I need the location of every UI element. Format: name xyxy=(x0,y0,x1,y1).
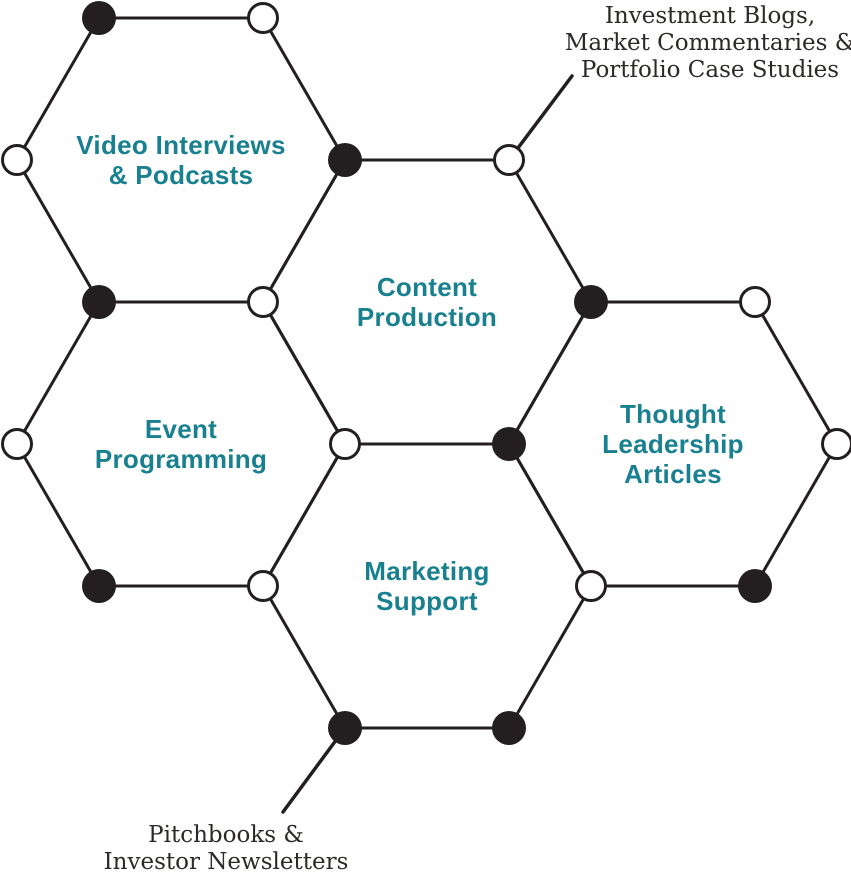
vertex-dot-filled xyxy=(82,569,116,603)
vertex-dot-filled xyxy=(574,285,608,319)
hexagon-outline-event-programming xyxy=(15,300,347,588)
vertex-dot-open xyxy=(247,570,279,602)
vertex-dot-open xyxy=(329,428,361,460)
vertex-dot-filled xyxy=(82,285,116,319)
hexagon-outline-thought-leadership-articles xyxy=(507,300,839,588)
hexagon-outline-content-production xyxy=(261,158,593,446)
vertex-dot-open xyxy=(247,2,279,34)
connector-line-to-investment-blogs xyxy=(507,74,574,162)
hexagon-outline-video-interviews-podcasts xyxy=(15,16,347,304)
vertex-dot-open xyxy=(247,286,279,318)
connector-line-to-pitchbooks xyxy=(281,726,347,814)
vertex-dot-filled xyxy=(492,711,526,745)
vertex-dot-open xyxy=(575,570,607,602)
vertex-dot-open xyxy=(1,428,33,460)
vertex-dot-filled xyxy=(328,711,362,745)
vertex-dot-open xyxy=(493,144,525,176)
vertex-dot-filled xyxy=(328,143,362,177)
hexagon-outline-marketing-support xyxy=(261,442,593,730)
vertex-dot-filled xyxy=(82,1,116,35)
vertex-dot-open xyxy=(739,286,771,318)
vertex-dot-filled xyxy=(738,569,772,603)
vertex-dot-filled xyxy=(492,427,526,461)
vertex-dot-open xyxy=(1,144,33,176)
vertex-dot-open xyxy=(821,428,851,460)
